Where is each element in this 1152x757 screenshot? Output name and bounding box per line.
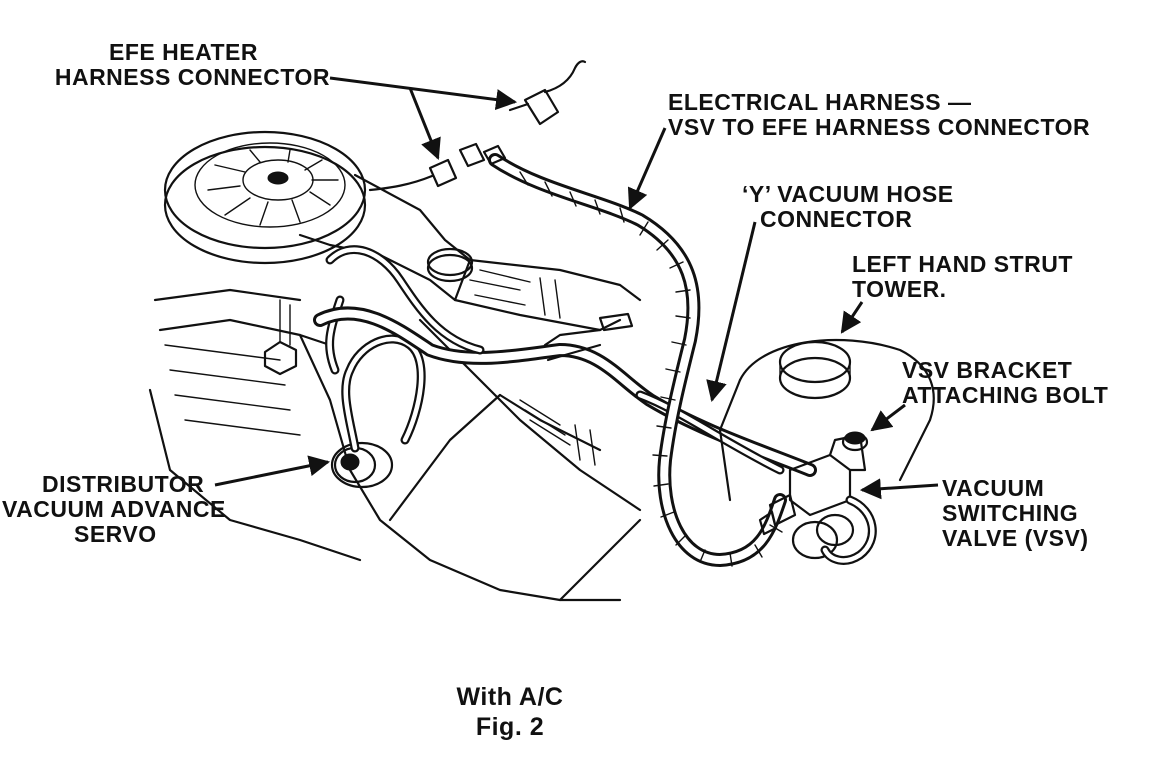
- label-vacuum-switching-valve: VACUUM SWITCHING VALVE (VSV): [942, 476, 1089, 551]
- caption-line2: Fig. 2: [475, 713, 545, 741]
- arrow-efe-upper: [329, 76, 518, 110]
- label-line: EFE HEATER: [109, 39, 258, 65]
- label-line: SERVO: [74, 521, 157, 547]
- label-distributor-servo: DISTRIBUTOR VACUUM ADVANCE SERVO: [2, 472, 242, 547]
- label-line: CONNECTOR: [760, 206, 913, 232]
- vacuum-hoses: [313, 245, 817, 477]
- arrow-strut-tower: [840, 301, 864, 334]
- label-line: TOWER.: [852, 276, 947, 302]
- efe-connector: [368, 60, 587, 192]
- label-line: VSV BRACKET: [902, 357, 1073, 383]
- label-y-vacuum-connector: ‘Y’ VACUUM HOSE CONNECTOR: [742, 182, 954, 232]
- arrow-efe-lower: [408, 87, 441, 160]
- electrical-harness: [488, 153, 787, 567]
- vsv-valve: [758, 431, 877, 565]
- arrow-y-connector: [706, 221, 757, 403]
- label-line: VALVE (VSV): [942, 525, 1089, 551]
- label-line: VACUUM ADVANCE: [2, 496, 226, 522]
- engine-block: [148, 247, 642, 602]
- arrow-electrical-harness: [627, 127, 667, 210]
- label-line: SWITCHING: [942, 500, 1079, 526]
- caption-line1: With A/C: [456, 683, 564, 711]
- label-line: VACUUM: [942, 475, 1045, 501]
- strut-tower: [718, 338, 935, 502]
- arrow-vsv: [859, 478, 939, 500]
- label-electrical-harness: ELECTRICAL HARNESS — VSV TO EFE HARNESS …: [668, 90, 1090, 140]
- distributor-servo: [325, 295, 426, 489]
- label-strut-tower: LEFT HAND STRUT TOWER.: [852, 252, 1073, 302]
- label-line: VSV TO EFE HARNESS CONNECTOR: [668, 114, 1091, 140]
- leader-arrows: [214, 76, 939, 500]
- label-line: ‘Y’ VACUUM HOSE: [742, 181, 954, 207]
- label-line: ATTACHING BOLT: [902, 382, 1109, 408]
- figure-caption: With A/C Fig. 2: [400, 682, 620, 742]
- air-cleaner: [163, 130, 642, 332]
- label-line: HARNESS CONNECTOR: [54, 64, 330, 90]
- arrow-vsv-bolt: [870, 403, 906, 432]
- arrow-distributor: [214, 455, 331, 487]
- label-efe-heater-connector: EFE HEATER HARNESS CONNECTOR: [30, 40, 330, 90]
- label-line: DISTRIBUTOR: [42, 471, 205, 497]
- label-line: ELECTRICAL HARNESS —: [668, 89, 972, 115]
- label-vsv-bracket-bolt: VSV BRACKET ATTACHING BOLT: [902, 358, 1108, 408]
- label-line: LEFT HAND STRUT: [852, 251, 1073, 277]
